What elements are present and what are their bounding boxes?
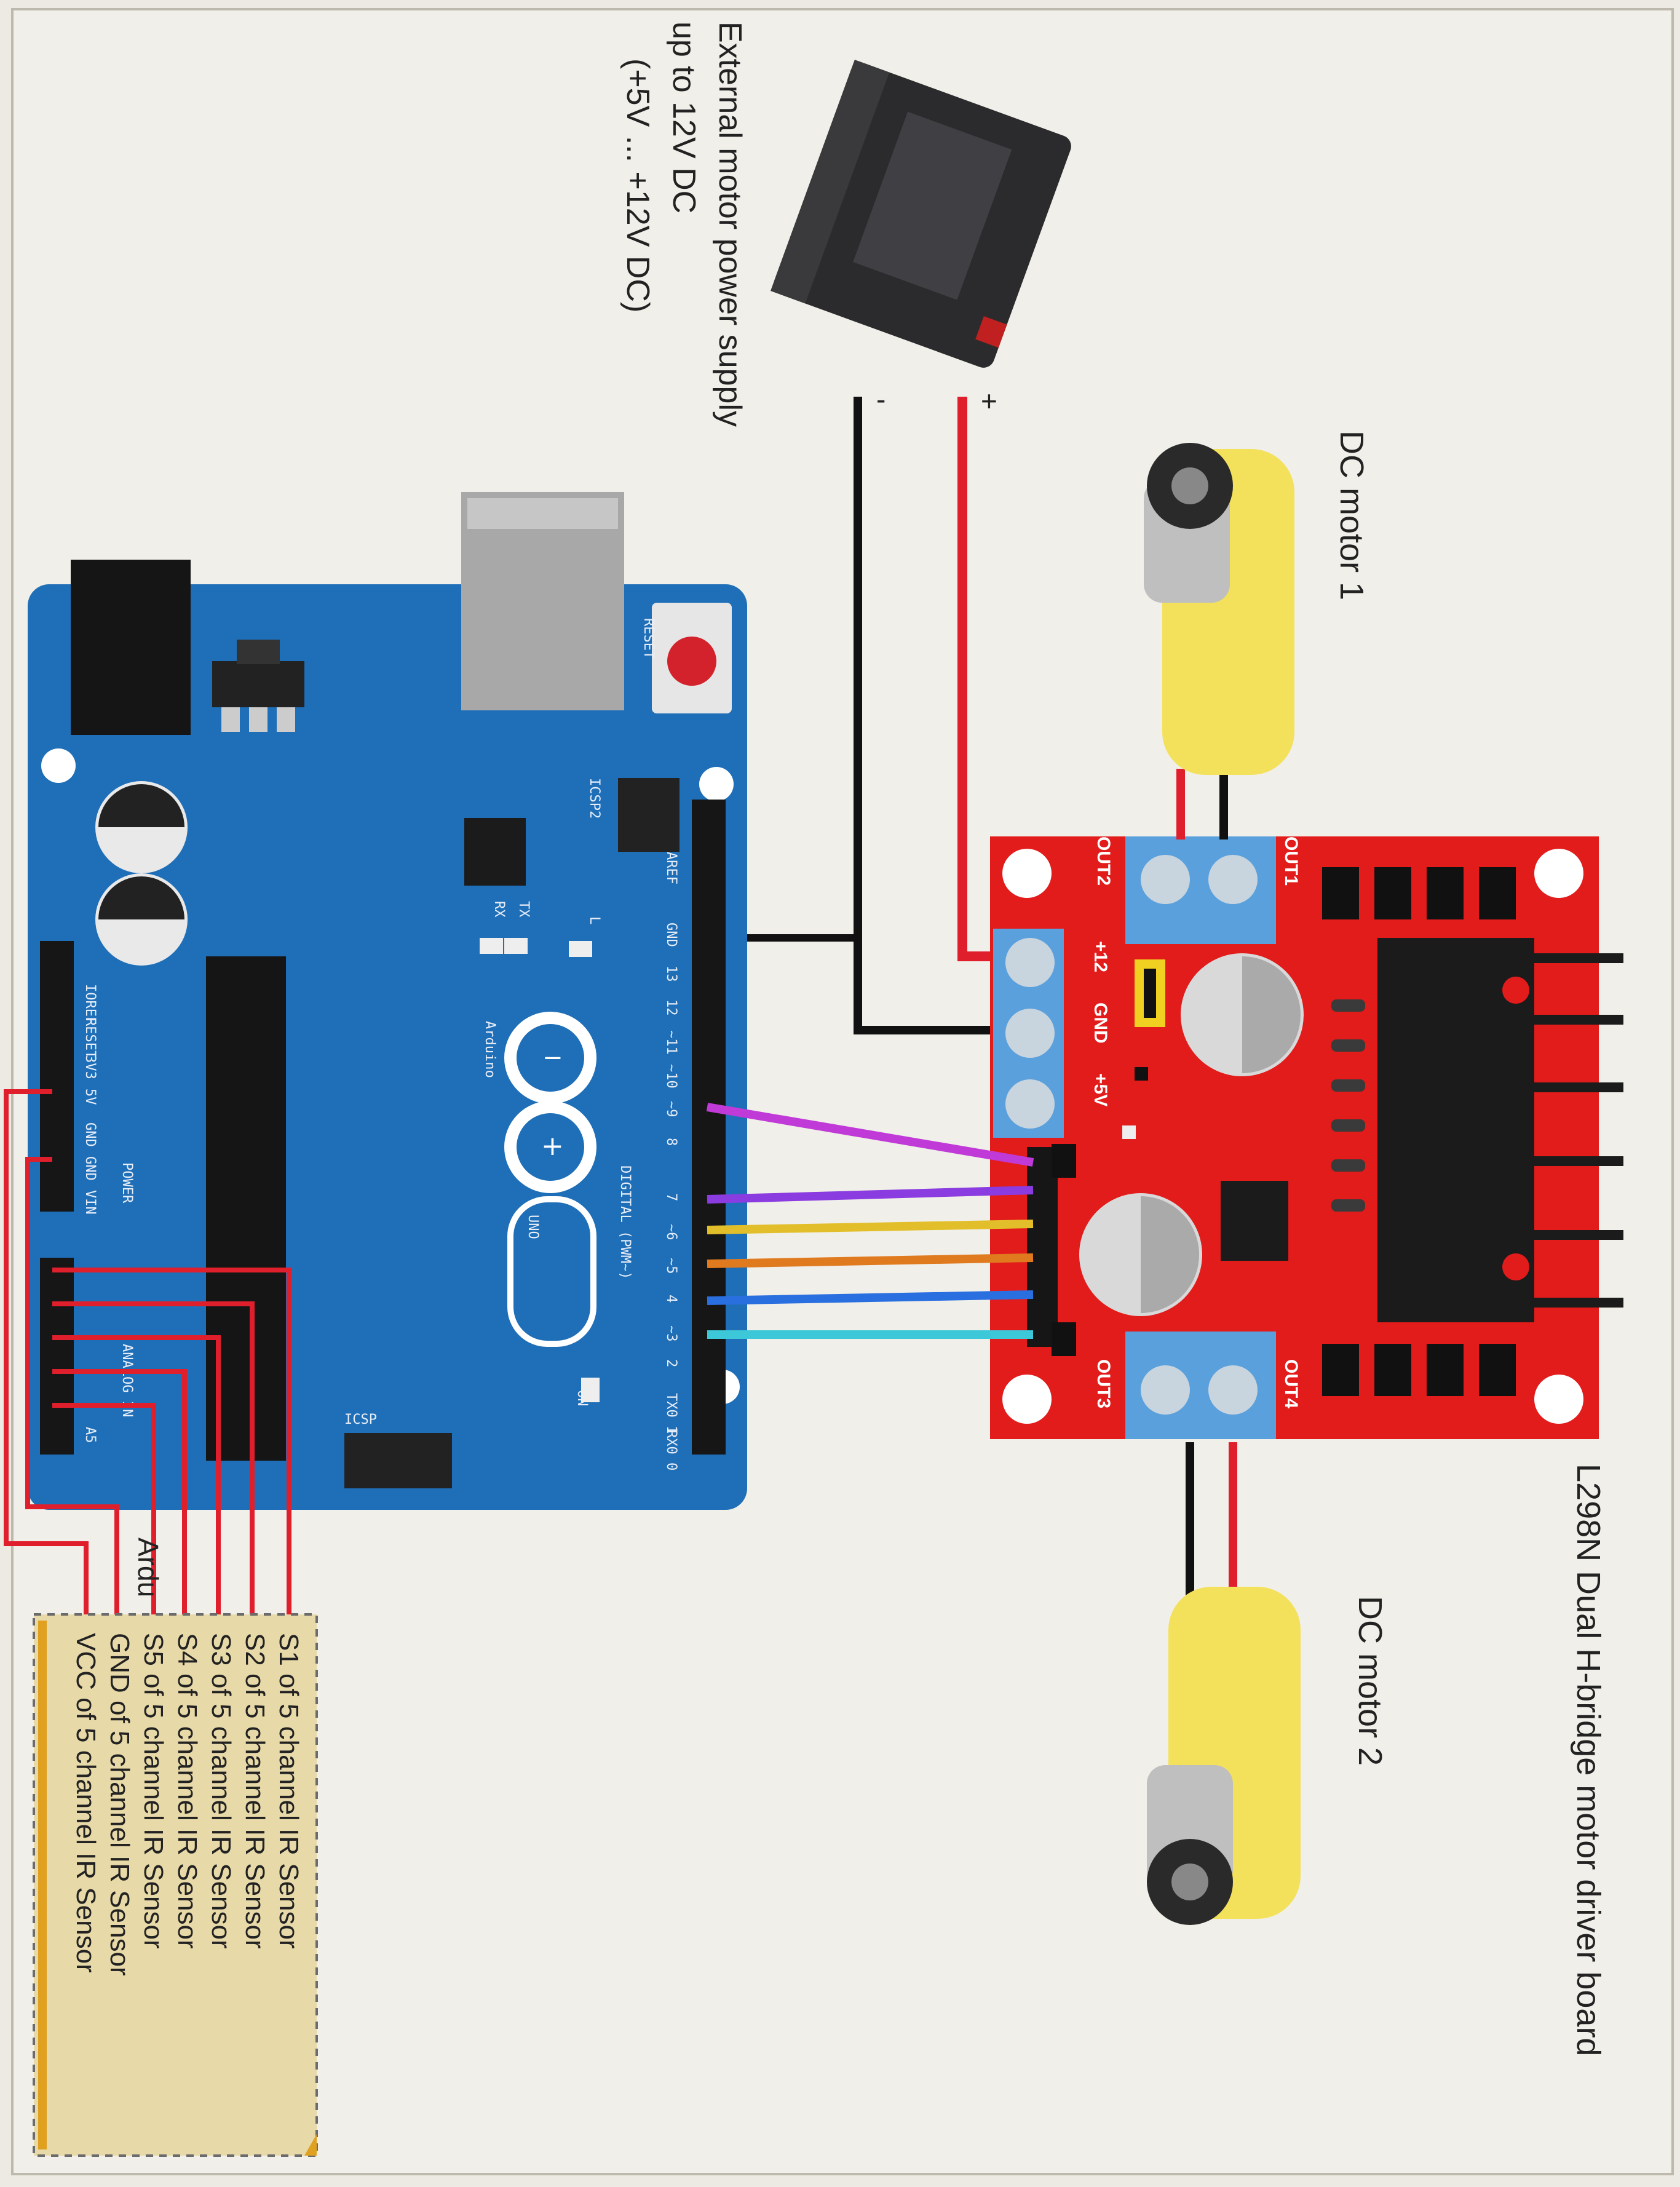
battery (771, 60, 1071, 368)
digital-pin-labels: AREF GND 13 12 ~11 ~10 ~9 8 7 ~6 ~5 4 ~3… (664, 852, 679, 1471)
svg-text:12: 12 (664, 999, 679, 1016)
svg-text:4: 4 (664, 1295, 679, 1303)
power-label: POWER (119, 1162, 135, 1204)
v12-label: +12 (1090, 941, 1111, 972)
svg-text:GND: GND (664, 923, 679, 947)
digital-label: DIGITAL (PWM~) (617, 1165, 633, 1279)
l-led-label: L (587, 916, 602, 924)
minus-label: - (876, 383, 886, 415)
sensor-note-gnd: GND of 5 channel IR Sensor (105, 1633, 135, 1976)
arduino-board: RESET ICSP2 TX RX L − + Arduino UNO (28, 492, 747, 1510)
svg-text:VIN: VIN (82, 1190, 98, 1215)
svg-text:3V3: 3V3 (82, 1055, 98, 1079)
v5-label: +5V (1090, 1073, 1111, 1106)
sensor-note-s1: S1 of 5 channel IR Sensor (274, 1633, 304, 1949)
sensor-note-s2: S2 of 5 channel IR Sensor (240, 1633, 270, 1949)
gnd-label: GND (1090, 1002, 1111, 1044)
svg-text:A5: A5 (82, 1427, 98, 1443)
sensor-note-s4: S4 of 5 channel IR Sensor (172, 1633, 202, 1949)
driver-input-header (1027, 1147, 1058, 1347)
svg-text:~5: ~5 (664, 1258, 679, 1274)
icsp2-label: ICSP2 (587, 778, 602, 819)
svg-text:RESET: RESET (82, 1018, 98, 1058)
icsp2-header (618, 778, 680, 852)
icsp-label: ICSP (344, 1412, 377, 1427)
svg-text:+: + (541, 1130, 564, 1162)
motor1-label: DC motor 1 (1333, 431, 1370, 600)
out1-label: OUT1 (1281, 836, 1301, 886)
out4-label: OUT4 (1281, 1359, 1301, 1408)
svg-text:8: 8 (664, 1138, 679, 1146)
sensor-note-s5: S5 of 5 channel IR Sensor (138, 1633, 168, 1949)
svg-text:UNO: UNO (525, 1215, 541, 1239)
svg-text:~11: ~11 (664, 1030, 679, 1055)
dc-motor-1 (1144, 443, 1294, 839)
out3-label: OUT3 (1093, 1359, 1114, 1408)
analog-header (40, 1258, 74, 1455)
icsp-header (344, 1433, 452, 1488)
sensor-wires (4, 1089, 291, 1617)
svg-text:TX0 1: TX0 1 (664, 1393, 679, 1434)
control-wires (706, 1103, 1034, 1339)
svg-text:~3: ~3 (664, 1325, 679, 1342)
svg-text:~6: ~6 (664, 1224, 679, 1240)
l298n-board: OUT1 OUT2 OUT3 OUT4 +12 GND +5V (990, 836, 1623, 1439)
sensor-note-vcc: VCC of 5 channel IR Sensor (71, 1633, 101, 1973)
supply-negative-wire (854, 397, 996, 1034)
supply-label-line1: External motor power supply (712, 22, 748, 427)
driver-label: L298N Dual H-bridge motor driver board (1570, 1464, 1607, 2056)
svg-text:7: 7 (664, 1193, 679, 1201)
reset-label: RESET (641, 618, 656, 659)
svg-text:IOREF: IOREF (82, 984, 98, 1025)
tx-label: TX (516, 901, 531, 918)
svg-text:~10: ~10 (664, 1064, 679, 1089)
motor2-label: DC motor 2 (1352, 1596, 1389, 1766)
arduino-logo: − + (504, 1012, 596, 1193)
arduino-partial-label: Ardu (132, 1538, 164, 1597)
svg-text:−: − (542, 1044, 563, 1072)
sensor-note-box (33, 1613, 318, 2157)
svg-text:~9: ~9 (664, 1101, 679, 1117)
svg-text:RX0 0: RX0 0 (664, 1430, 679, 1471)
uno-badge: UNO (507, 1196, 596, 1347)
sensor-note-lines: S1 of 5 channel IR Sensor S2 of 5 channe… (71, 1633, 304, 1976)
brand-label: Arduino (482, 1021, 497, 1078)
out2-label: OUT2 (1093, 836, 1114, 886)
svg-text:13: 13 (664, 966, 679, 982)
supply-positive-wire (957, 397, 996, 961)
svg-text:GND: GND (82, 1156, 98, 1181)
power-header (40, 941, 74, 1212)
power-pin-labels: IOREF RESET 3V3 5V GND GND VIN A5 (82, 984, 98, 1443)
svg-text:AREF: AREF (664, 852, 679, 884)
plus-label: + (981, 385, 997, 417)
dc-motor-2 (1147, 1442, 1301, 1925)
svg-text:5V: 5V (82, 1089, 98, 1105)
power-jack (71, 560, 191, 735)
sensor-note-s3: S3 of 5 channel IR Sensor (206, 1633, 236, 1949)
svg-text:GND: GND (82, 1122, 98, 1147)
digital-header (692, 800, 726, 1455)
supply-label-line2: up to 12V DC (666, 22, 702, 213)
supply-label-line3: (+5V ... +12V DC) (620, 58, 656, 312)
svg-text:2: 2 (664, 1359, 679, 1367)
rx-label: RX (491, 901, 507, 918)
